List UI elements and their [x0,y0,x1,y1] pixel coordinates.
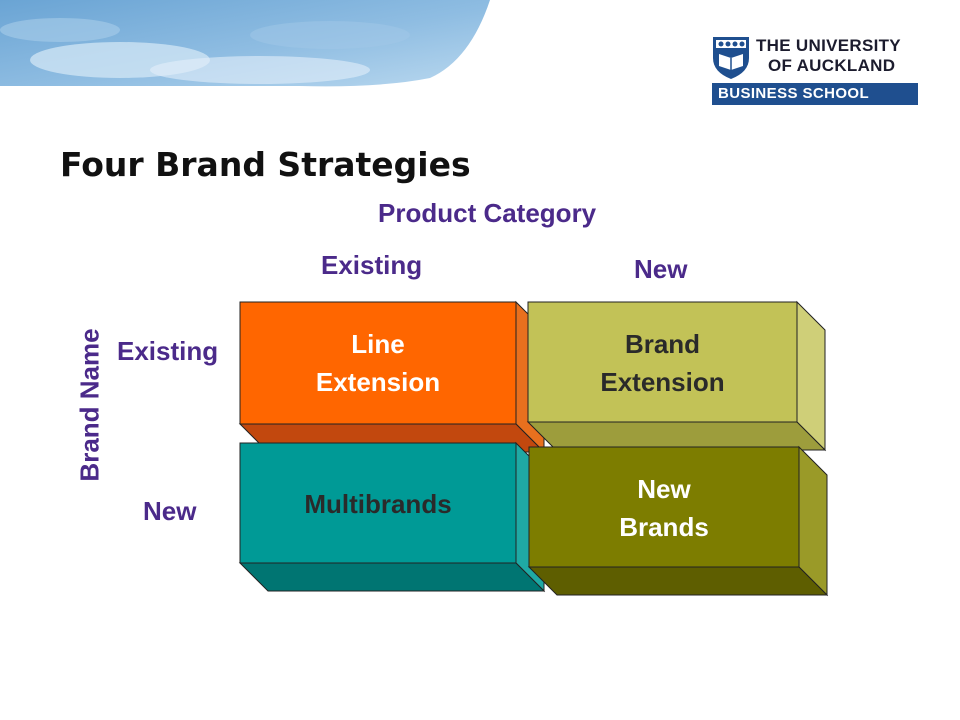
logo-business-school-bar: BUSINESS SCHOOL [712,83,918,105]
university-logo: THE UNIVERSITY OF AUCKLAND BUSINESS SCHO… [712,36,918,105]
box-label-line-extension: Line Extension [240,325,516,401]
box-multibrands [238,441,546,593]
box-label-brand-extension: Brand Extension [528,325,797,401]
brand-extension-line2: Extension [600,367,725,397]
logo-text-line2: OF AUCKLAND [768,56,896,75]
column-header: Product Category [378,198,597,228]
box-label-new-brands: New Brands [529,470,799,546]
box-brand-extension [526,300,827,452]
box-label-multibrands: Multibrands [240,485,516,523]
new-brands-line1: New [637,474,691,504]
logo-business-school-text: BUSINESS SCHOOL [718,85,870,102]
box-new-brands [527,445,829,597]
column-label-new: New [634,254,688,284]
multibrands-line1: Multibrands [304,489,452,519]
sky-banner-image [0,0,490,87]
row-label-existing: Existing [117,336,219,366]
logo-text-line1: THE UNIVERSITY [756,36,901,55]
row-label-new: New [143,496,197,526]
crest-icon [713,37,749,79]
slide-title: Four Brand Strategies [60,145,471,184]
column-label-existing: Existing [321,250,423,280]
line-extension-line1: Line [351,329,405,359]
brand-extension-line1: Brand [624,329,701,359]
line-extension-line2: Extension [315,367,441,397]
new-brands-line2: Brands [619,512,709,542]
